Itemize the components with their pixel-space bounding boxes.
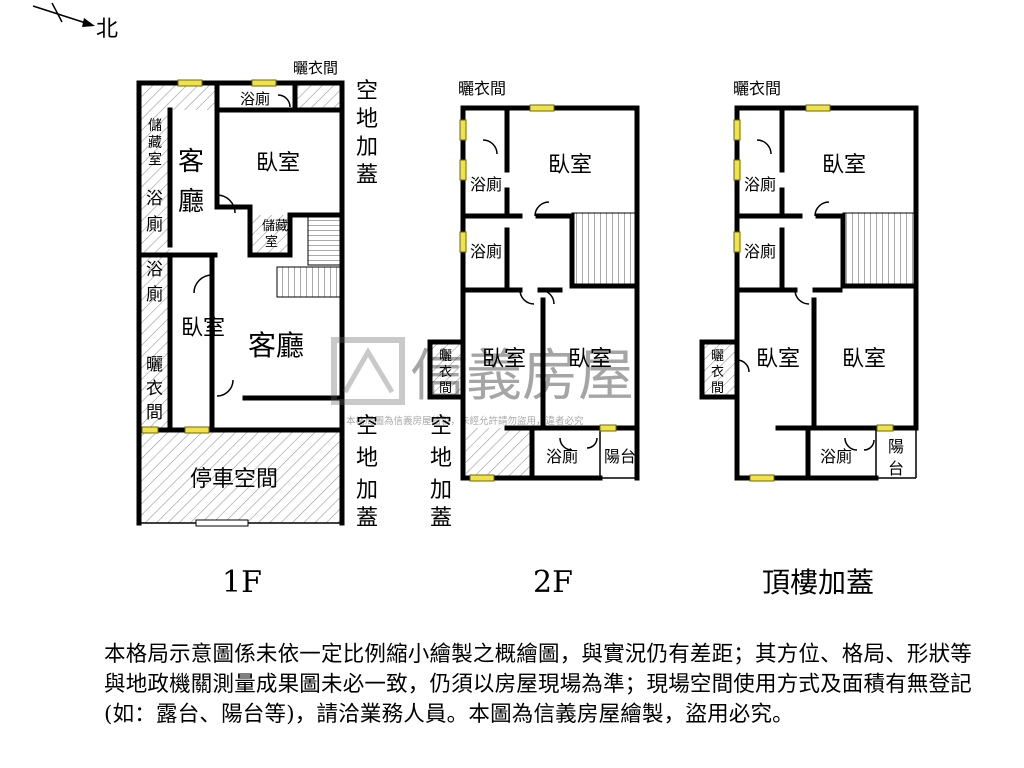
window-icon: [459, 159, 467, 181]
bath-label-rooftop-c: 浴廁: [820, 447, 852, 466]
door-arc-icon: [519, 289, 535, 305]
floor-label-1f: 1F: [222, 565, 262, 600]
terrace-hatch-2f: [466, 428, 532, 478]
laundry-label: 曬衣間: [293, 59, 338, 77]
floor-label-2f: 2F: [533, 565, 573, 600]
window-icon: [141, 426, 159, 434]
bedroom-label-2f-top: 臥室: [548, 153, 592, 178]
door-arc-icon: [216, 194, 236, 214]
door-arc-icon: [193, 274, 213, 294]
laundry-corner-hatch-1f: [296, 83, 340, 110]
storage-label-v: 儲 藏 室: [148, 118, 166, 168]
window-icon: [251, 79, 277, 87]
watermark-logo-mark: [342, 347, 395, 394]
annex-label-2f: 空 地 加 蓋: [430, 414, 459, 531]
bath-label: 浴廁: [240, 90, 270, 108]
window-icon: [749, 474, 775, 482]
floor-2f: 曬衣間 臥室 浴廁 浴廁 臥室 臥室 曬 衣 間 浴廁 陽台 空 地 加 蓋: [427, 79, 640, 531]
laundry-label-v-2f: 曬 衣 間: [439, 349, 456, 396]
bedroom-label-v: 臥室: [181, 316, 225, 341]
window-icon: [733, 231, 741, 253]
watermark: 信義房屋 本格局圖為信義房屋繪製，未經允許請勿盜用，違者必究: [331, 337, 634, 427]
window-icon: [459, 119, 467, 141]
bedroom-label-rooftop-top: 臥室: [822, 153, 866, 178]
stairs-2f: [571, 212, 636, 287]
door-arc-icon: [277, 94, 291, 108]
door-arc-icon: [736, 359, 750, 373]
bath-label-2f-a: 浴廁: [470, 175, 502, 194]
window-icon: [599, 424, 617, 432]
floor-1f: 浴廁 曬衣間 臥室 客 廳 儲 藏 室 浴 廁 儲藏 室 浴 廁 曬 衣 間: [136, 59, 385, 531]
annex-label-top: 空 地 加 蓋: [356, 79, 385, 188]
door-arc-icon: [794, 289, 810, 305]
window-icon: [469, 474, 495, 482]
door-arc-icon: [586, 437, 598, 449]
window-icon: [733, 159, 741, 181]
laundry-label-v: 曬 衣 間: [146, 355, 168, 423]
laundry-hatch-1f: [139, 83, 217, 110]
bath-label-rooftop-b: 浴廁: [744, 242, 776, 261]
door-arc-icon: [559, 437, 573, 451]
watermark-brand: 信義房屋: [410, 344, 634, 409]
watermark-notice: 本格局圖為信義房屋繪製，未經允許請勿盜用，違者必究: [346, 415, 584, 427]
bedroom-label-2f-right: 臥室: [568, 347, 612, 372]
bath-label-v-2: 浴 廁: [146, 260, 168, 305]
floor-rooftop: 曬衣間 臥室 浴廁 浴廁 臥室 臥室 曬 衣 間 浴廁 陽 台: [699, 79, 919, 482]
door-arc-icon: [482, 139, 498, 155]
compass-label: 北: [96, 17, 118, 42]
garage-door: [195, 519, 249, 527]
window-icon: [177, 79, 203, 87]
compass: 北: [32, 2, 118, 42]
door-arc-icon: [756, 139, 772, 155]
bedroom-label-2f-left: 臥室: [482, 347, 526, 372]
balcony-label-2f: 陽台: [604, 447, 636, 466]
compass-arrowhead-icon: [82, 18, 95, 27]
window-icon: [805, 104, 831, 112]
door-arc-icon: [844, 437, 858, 451]
balcony-label-v-rooftop: 陽 台: [888, 437, 909, 478]
window-icon: [733, 119, 741, 141]
bedroom-label: 臥室: [256, 151, 300, 176]
bath-label-2f-b: 浴廁: [470, 242, 502, 261]
bath-label-2f-c: 浴廁: [546, 447, 578, 466]
stairs-rooftop: [842, 212, 917, 287]
living-label: 客廳: [248, 329, 304, 362]
stairs-1f-bottom: [276, 266, 341, 298]
annex-label-bottom: 空 地 加 蓋: [356, 414, 385, 531]
parking-label: 停車空間: [190, 467, 278, 492]
disclaimer-caption: 本格局示意圖係未依一定比例縮小繪製之概繪圖，與實況仍有差距；其方位、格局、形狀等…: [104, 642, 973, 727]
living-label-v: 客 廳: [178, 147, 212, 217]
left-hatch-1f: [139, 255, 170, 430]
storage-hatch-small: [250, 215, 290, 253]
door-arc-icon: [863, 439, 875, 451]
watermark-logo-icon: [331, 337, 405, 405]
laundry-label-2f: 曬衣間: [458, 79, 506, 98]
laundry-label-rooftop: 曬衣間: [733, 79, 781, 98]
storage-hatch-1f: [139, 110, 170, 255]
compass-arrow: [32, 5, 93, 26]
parking-hatch: [139, 430, 342, 523]
bedroom-label-rooftop-right: 臥室: [842, 347, 886, 372]
stairs-1f-top: [307, 214, 341, 266]
laundry-hatch-rooftop: [702, 342, 737, 397]
laundry-hatch-2f: [430, 342, 465, 397]
window-icon: [876, 424, 894, 432]
door-arc-icon: [539, 289, 555, 305]
compass-tick: [51, 2, 63, 23]
laundry-label-v-rooftop: 曬 衣 間: [711, 349, 728, 396]
bath-label-rooftop-a: 浴廁: [744, 175, 776, 194]
door-arc-icon: [534, 201, 550, 217]
window-icon: [459, 231, 467, 253]
bath-label-v: 浴 廁: [146, 189, 168, 235]
floor-label-rooftop: 頂樓加蓋: [762, 566, 874, 599]
storage-small-label: 儲藏 室: [262, 219, 292, 250]
door-arc-icon: [216, 379, 234, 397]
window-icon: [529, 104, 555, 112]
window-icon: [184, 426, 210, 434]
bedroom-label-rooftop-left: 臥室: [756, 347, 800, 372]
door-arc-icon: [814, 201, 830, 217]
